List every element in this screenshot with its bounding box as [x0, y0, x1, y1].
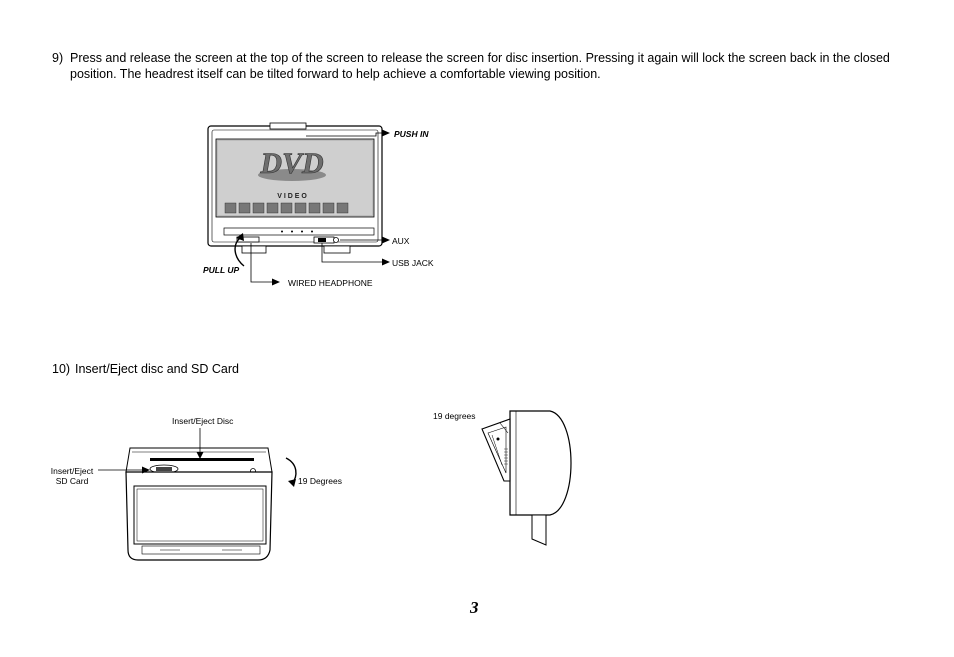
monitor-front-illustration: DVD V I D E O	[207, 122, 390, 286]
dvd-logo-sub: V I D E O	[277, 193, 307, 200]
aux-label: AUX	[392, 236, 410, 246]
dvd-logo: DVD	[259, 147, 323, 180]
insert-eject-sd-line2: SD Card	[55, 476, 89, 486]
headrest-side-view-illustration	[481, 410, 572, 546]
insert-eject-disc-label: Insert/Eject Disc	[172, 416, 234, 426]
step-10-number: 10)	[52, 362, 71, 376]
step-10-text: Insert/Eject disc and SD Card	[75, 362, 239, 376]
wired-headphone-label: WIRED HEADPHONE	[288, 278, 373, 288]
step-9-text: Press and release the screen at the top …	[70, 51, 890, 81]
insert-eject-sd-line1: Insert/Eject	[50, 466, 94, 476]
pull-up-label: PULL UP	[203, 265, 240, 275]
step-9-number: 9)	[52, 51, 64, 65]
push-in-label: PUSH IN	[394, 129, 429, 139]
page-number: 3	[470, 598, 479, 617]
monitor-disc-slot-illustration	[98, 428, 297, 561]
degrees-side-label: 19 degrees	[433, 411, 476, 421]
insert-eject-sd-label: Insert/Eject SD Card	[49, 466, 95, 486]
degrees-front-label: 19 Degrees	[298, 476, 342, 486]
usb-jack-label: USB JACK	[392, 258, 434, 268]
